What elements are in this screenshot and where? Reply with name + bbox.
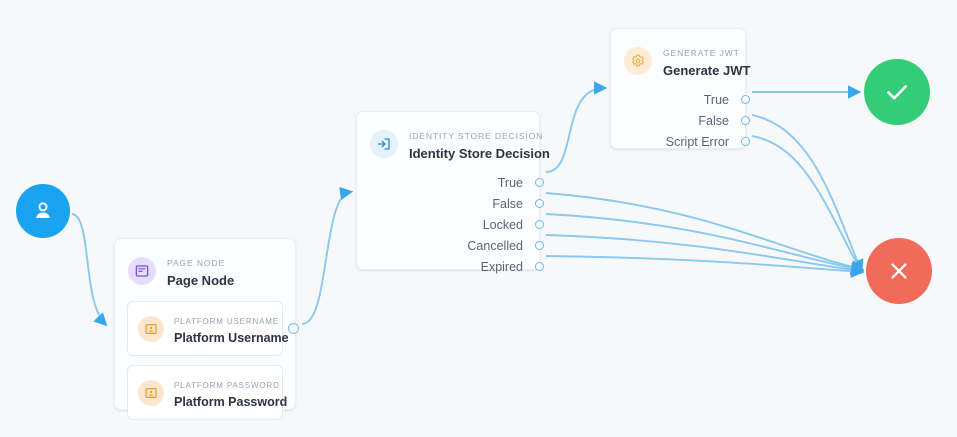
outcome-row-expired[interactable]: Expired [357,256,544,277]
failure-node[interactable] [866,238,932,304]
edge-decision-true-to-jwt [545,81,608,173]
outcome-row-cancelled[interactable]: Cancelled [357,235,544,256]
node-header: IDENTITY STORE DECISION Identity Store D… [357,112,550,168]
gear-icon [624,47,652,75]
edge-jwt-false-to-failure [751,114,864,274]
start-node[interactable] [16,184,70,238]
outcome-row-false[interactable]: False [357,193,544,214]
success-node[interactable] [864,59,930,125]
node-header: GENERATE JWT Generate JWT [611,29,751,85]
field-platform-password[interactable]: PLATFORM PASSWORD Platform Password [127,365,287,420]
outcome-label: Locked [482,217,523,232]
page-node-icon [128,257,156,285]
id-card-icon [138,379,164,406]
outcome-connector[interactable] [535,241,544,250]
outcome-row-false[interactable]: False [611,110,750,131]
outcome-connector[interactable] [535,220,544,229]
outcome-list: True False Script Error [611,89,750,152]
node-kicker: PAGE NODE [167,258,226,268]
outcome-connector[interactable] [741,137,750,146]
outcome-list: True False Locked Cancelled Expired [357,172,544,277]
node-page-node[interactable]: PAGE NODE Page Node PLATFORM USERNAME Pl… [114,238,299,420]
field-kicker: PLATFORM PASSWORD [174,381,280,390]
outcome-label: True [703,92,729,107]
outcome-row-true[interactable]: True [611,89,750,110]
field-output-connector[interactable] [288,323,299,334]
node-identity-store-decision[interactable]: IDENTITY STORE DECISION Identity Store D… [356,111,550,274]
node-header: PAGE NODE Page Node [115,239,295,295]
edge-decision-cancelled-to-failure [545,234,865,277]
node-title: Generate JWT [663,63,751,78]
close-icon [891,263,907,279]
edge-decision-locked-to-failure [545,213,865,275]
outcome-connector[interactable] [535,199,544,208]
edge-jwt-scripterror-to-failure [751,135,863,274]
check-icon [887,85,907,100]
outcome-label: False [492,196,523,211]
outcome-label: True [497,175,523,190]
outcome-connector[interactable] [741,116,750,125]
outcome-label: Script Error [665,134,729,149]
node-title: Page Node [167,273,235,288]
outcome-connector[interactable] [741,95,750,104]
field-platform-username[interactable]: PLATFORM USERNAME Platform Username [127,301,299,356]
field-title: Platform Username [174,331,289,345]
edge-start-to-page [71,213,108,327]
node-title: Identity Store Decision [409,146,550,161]
outcome-row-script-error[interactable]: Script Error [611,131,750,152]
node-kicker: IDENTITY STORE DECISION [409,131,544,141]
outcome-connector[interactable] [535,262,544,271]
id-card-icon [138,315,164,342]
outcome-label: Cancelled [467,238,523,253]
node-generate-jwt[interactable]: GENERATE JWT Generate JWT True False Scr… [610,28,751,152]
edge-decision-expired-to-failure [545,255,865,278]
outcome-row-locked[interactable]: Locked [357,214,544,235]
field-kicker: PLATFORM USERNAME [174,317,279,326]
outcome-row-true[interactable]: True [357,172,544,193]
edge-decision-false-to-failure [545,192,865,274]
node-kicker: GENERATE JWT [663,48,740,58]
edge-page-to-decision [301,186,354,325]
outcome-label: Expired [480,259,523,274]
login-arrow-icon [370,130,398,158]
outcome-connector[interactable] [535,178,544,187]
field-title: Platform Password [174,395,288,409]
outcome-label: False [698,113,729,128]
user-icon [35,202,51,219]
